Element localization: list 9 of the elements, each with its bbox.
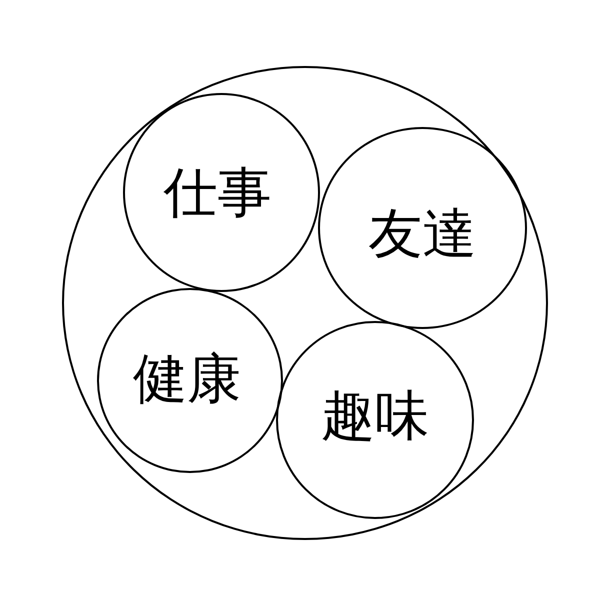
topic-circle	[123, 93, 320, 292]
topic-label: 仕事	[164, 166, 272, 220]
topic-circle	[97, 288, 283, 473]
topic-circle	[318, 127, 527, 329]
topic-label: 健康	[133, 352, 241, 406]
enclosing-circle	[62, 66, 548, 540]
topic-circle	[276, 321, 474, 519]
topic-label: 友達	[368, 207, 476, 261]
topic-label: 趣味	[321, 389, 429, 443]
